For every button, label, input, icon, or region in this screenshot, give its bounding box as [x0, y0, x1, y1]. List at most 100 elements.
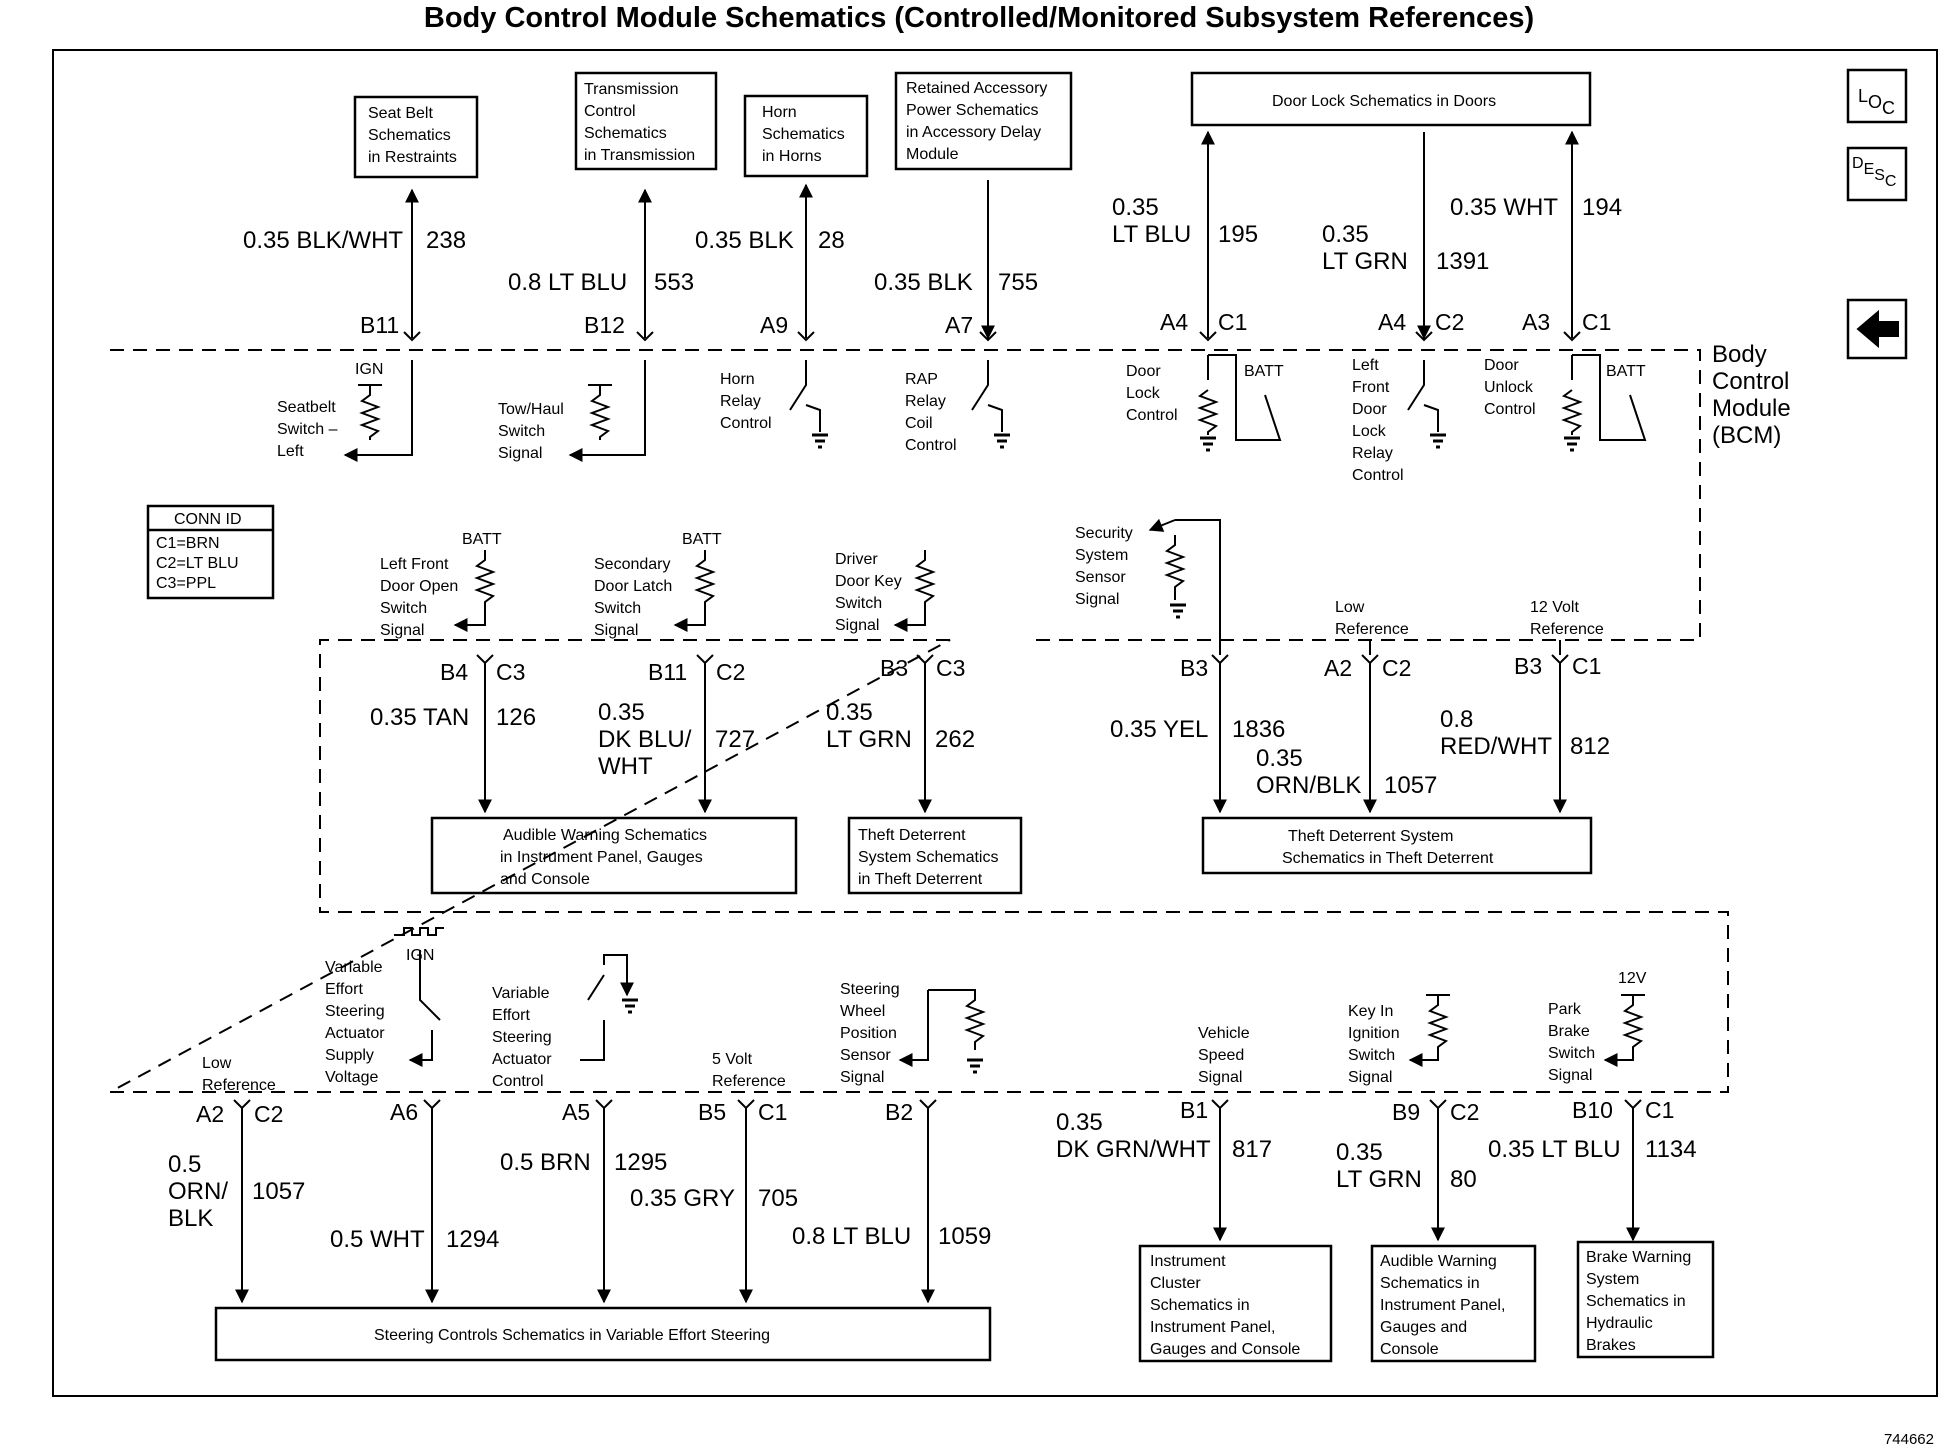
bcm-boundary-top [109, 349, 1729, 1093]
pin-a9: A9 [760, 312, 788, 338]
supply-12v: 12V [1618, 970, 1647, 987]
supply-batt-1: BATT [1244, 363, 1284, 380]
box-doorlock: Door Lock Schematics in Doors [1272, 93, 1496, 110]
internal-top-circuits [343, 354, 1647, 462]
pin-b1: B1 [1180, 1097, 1208, 1123]
supply-batt-3: BATT [462, 531, 502, 548]
svg-text:C2=LT BLU: C2=LT BLU [156, 555, 239, 572]
bcm-label: Body Control Module (BCM) [1712, 341, 1797, 449]
middle-wires [453, 518, 1569, 814]
conn-id-legend: CONN ID C1=BRN C2=LT BLU C3=PPL [156, 511, 242, 592]
supply-ign-1: IGN [355, 361, 383, 378]
bottom-wires [233, 927, 1645, 1304]
svg-text:C3=PPL: C3=PPL [156, 575, 216, 592]
pin-b11: B11 [360, 312, 399, 338]
svg-text:C1=BRN: C1=BRN [156, 535, 220, 552]
pin-b12: B12 [584, 312, 625, 338]
reference-number: 744662 [1883, 1431, 1934, 1448]
loc-icon[interactable]: LOC [1858, 86, 1895, 118]
page-title: Body Control Module Schematics (Controll… [423, 2, 1535, 34]
svg-text:CONN ID: CONN ID [174, 511, 242, 528]
back-arrow-icon[interactable] [1856, 309, 1899, 349]
pin-b2: B2 [885, 1099, 913, 1125]
supply-batt-4: BATT [682, 531, 722, 548]
supply-ign-2: IGN [406, 947, 434, 964]
reference-boxes [146, 68, 1908, 1363]
diagram-frame [52, 49, 1938, 1397]
top-wires [403, 130, 1581, 342]
ground-symbols [622, 433, 1580, 1074]
pin-a5: A5 [562, 1099, 590, 1125]
supply-batt-2: BATT [1606, 363, 1646, 380]
pin-b3: B3 [1180, 655, 1208, 681]
pin-a7: A7 [945, 312, 973, 338]
desc-icon[interactable]: DESC [1852, 155, 1896, 190]
pin-a6: A6 [390, 1099, 418, 1125]
box-steering: Steering Controls Schematics in Variable… [374, 1327, 770, 1344]
